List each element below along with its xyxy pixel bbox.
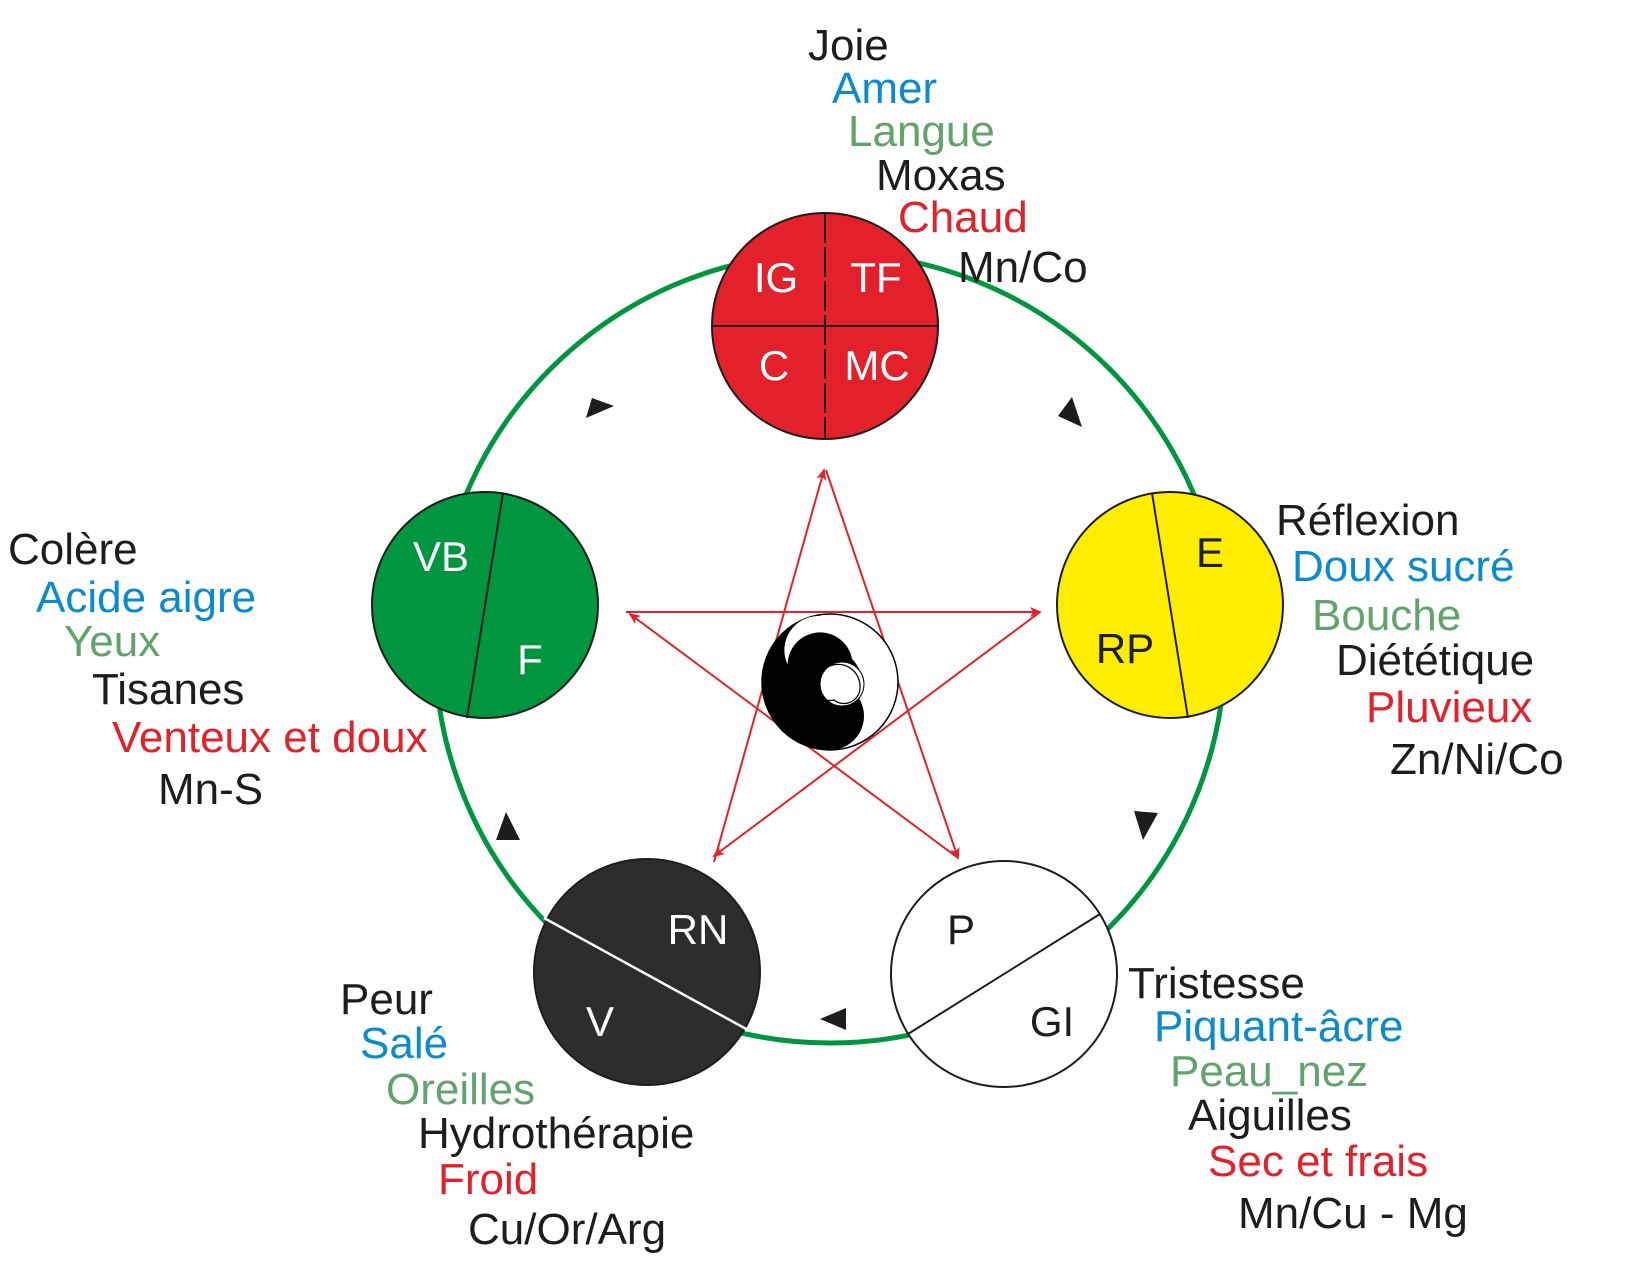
wood-label-0: Colère (8, 525, 138, 574)
wood-label-5: Mn-S (158, 765, 263, 814)
metal-label-4: Sec et frais (1208, 1137, 1428, 1186)
organ-MC: MC (844, 342, 909, 389)
cycle-arrow-3 (820, 1008, 846, 1030)
earth-label-0: Réflexion (1276, 496, 1459, 545)
metal-label-5: Mn/Cu - Mg (1238, 1189, 1468, 1238)
metal-label-2: Peau_nez (1170, 1047, 1368, 1096)
yin-yang-icon (761, 613, 899, 751)
cycle-arrow-1 (1058, 397, 1082, 427)
fire-labels: Joie Amer Langue Moxas Chaud Mn/Co (808, 21, 1088, 292)
metal-labels: Tristesse Piquant-âcre Peau_nez Aiguille… (1128, 959, 1468, 1238)
organ-RN: RN (668, 906, 729, 953)
wood-label-3: Tisanes (92, 665, 244, 714)
element-wood: VB F (371, 491, 599, 719)
earth-label-2: Bouche (1312, 591, 1461, 640)
metal-label-0: Tristesse (1128, 959, 1305, 1008)
metal-divider (907, 913, 1101, 1035)
earth-label-1: Doux sucré (1292, 542, 1515, 591)
star-line-5 (712, 611, 1041, 858)
water-label-0: Peur (340, 975, 433, 1024)
water-circle (533, 858, 761, 1086)
metal-label-3: Aiguilles (1188, 1091, 1352, 1140)
element-fire: IG TF C MC (711, 212, 939, 440)
fire-label-2: Langue (848, 107, 995, 156)
metal-label-1: Piquant-âcre (1154, 1002, 1403, 1051)
earth-label-3: Diététique (1336, 636, 1534, 685)
cycle-arrow-4 (496, 812, 520, 840)
fire-label-5: Mn/Co (958, 243, 1088, 292)
water-label-3: Hydrothérapie (418, 1109, 694, 1158)
water-label-1: Salé (360, 1019, 448, 1068)
element-earth: E RP (1056, 491, 1284, 719)
element-metal: P GI (890, 860, 1118, 1088)
fire-label-4: Chaud (898, 193, 1028, 242)
earth-label-4: Pluvieux (1366, 683, 1532, 732)
fire-label-3: Moxas (876, 151, 1006, 200)
organ-IG: IG (754, 254, 798, 301)
organ-TF: TF (850, 254, 901, 301)
water-label-4: Froid (438, 1155, 538, 1204)
organ-P: P (947, 906, 975, 953)
earth-divider (1151, 492, 1189, 719)
fire-label-0: Joie (808, 21, 889, 70)
organ-F: F (517, 636, 543, 683)
wood-label-1: Acide aigre (36, 573, 256, 622)
wood-label-2: Yeux (64, 617, 160, 666)
cycle-arrow-2 (1134, 811, 1158, 840)
water-label-2: Oreilles (386, 1065, 535, 1114)
organ-E: E (1196, 529, 1224, 576)
element-water: RN V (533, 858, 761, 1086)
organ-GI: GI (1030, 998, 1074, 1045)
water-divider (543, 916, 749, 1032)
organ-VB: VB (413, 533, 469, 580)
cycle-arrows (496, 397, 1158, 1030)
earth-label-5: Zn/Ni/Co (1390, 735, 1564, 784)
water-labels: Peur Salé Oreilles Hydrothérapie Froid C… (340, 975, 694, 1254)
organ-V: V (586, 998, 614, 1045)
fire-label-1: Amer (832, 64, 937, 113)
cycle-arrow-5 (586, 398, 614, 418)
water-label-5: Cu/Or/Arg (468, 1205, 666, 1254)
organ-RP: RP (1096, 625, 1154, 672)
wood-divider (466, 492, 504, 719)
wood-labels: Colère Acide aigre Yeux Tisanes Venteux … (8, 525, 428, 814)
earth-labels: Réflexion Doux sucré Bouche Diététique P… (1276, 496, 1564, 784)
organ-C: C (759, 342, 789, 389)
wood-label-4: Venteux et doux (112, 713, 428, 762)
